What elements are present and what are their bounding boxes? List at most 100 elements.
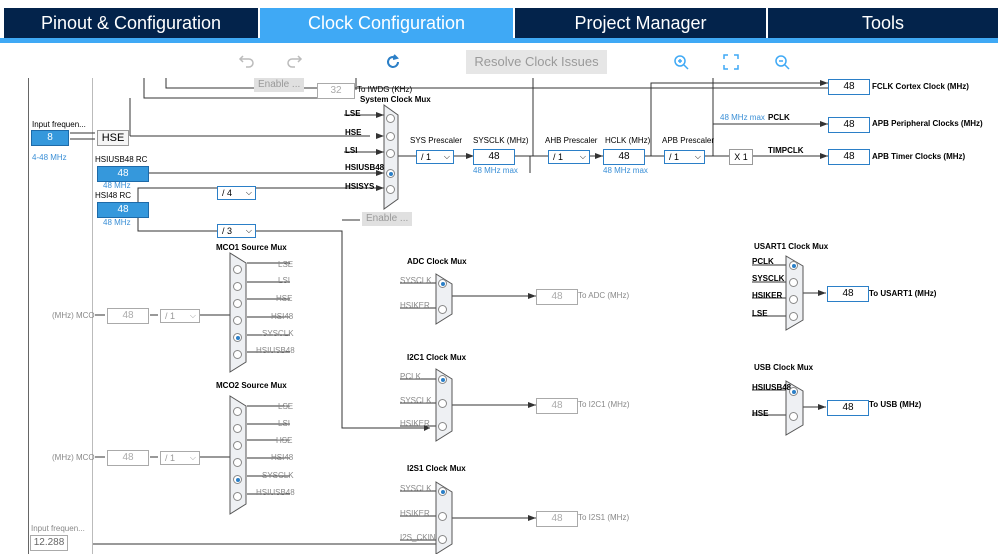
- ahb-prescaler-select[interactable]: / 1⌵: [548, 150, 590, 164]
- i2s1-mux-title: I2S1 Clock Mux: [407, 464, 466, 473]
- sysmux-radio-lsi[interactable]: [386, 149, 395, 158]
- undo-icon[interactable]: [236, 52, 256, 72]
- i2c1-input: SYSCLK: [400, 396, 432, 405]
- sys-prescaler-select[interactable]: / 1⌵: [416, 150, 454, 164]
- mco1-radio[interactable]: [233, 316, 242, 325]
- i2s1-output-label: To I2S1 (MHz): [578, 513, 630, 522]
- usb-radio-hsiusb48[interactable]: [789, 387, 798, 396]
- apb-timer-output-label: APB Timer Clocks (MHz): [872, 152, 966, 161]
- sysclk-field[interactable]: 48: [473, 149, 515, 165]
- usb-radio-hse[interactable]: [789, 412, 798, 421]
- mco1-input: HSI48: [271, 312, 294, 321]
- tab-underline: [0, 38, 998, 43]
- zoom-in-icon[interactable]: [671, 52, 691, 72]
- usart1-output-field[interactable]: 48: [827, 286, 869, 302]
- sysmux-input-lsi: LSI: [345, 146, 358, 155]
- redo-icon[interactable]: [285, 52, 305, 72]
- mco2-radio[interactable]: [233, 407, 242, 416]
- usart1-radio-pclk[interactable]: [789, 261, 798, 270]
- hsi48-rc-label: HSI48 RC: [95, 191, 132, 200]
- hse-input-frequency-field[interactable]: 8: [31, 130, 69, 146]
- mco2-title: MCO2 Source Mux: [216, 381, 287, 390]
- sysmux-radio-hse[interactable]: [386, 132, 395, 141]
- mco-divider-select[interactable]: / 3⌵: [217, 224, 256, 238]
- i2c1-radio-hsiker[interactable]: [438, 422, 447, 431]
- hclk-label: HCLK (MHz): [605, 136, 651, 145]
- adc-radio-hsiker[interactable]: [438, 305, 447, 314]
- i2c1-input: PCLK: [400, 372, 421, 381]
- chevron-down-icon: ⌵: [245, 188, 252, 197]
- sys-prescaler-label: SYS Prescaler: [410, 136, 463, 145]
- tab-clock-configuration[interactable]: Clock Configuration: [260, 8, 513, 38]
- chevron-down-icon: ⌵: [443, 152, 450, 161]
- mco1-divider-select[interactable]: / 1⌵: [160, 309, 200, 323]
- mco2-radio[interactable]: [233, 441, 242, 450]
- mco1-radio-sysclk[interactable]: [233, 333, 242, 342]
- usb-output-field[interactable]: 48: [827, 400, 869, 416]
- i2s-ckin-input-frequency-label: Input frequen...: [31, 524, 85, 533]
- mco2-radio-sysclk[interactable]: [233, 475, 242, 484]
- tab-project-manager[interactable]: Project Manager: [515, 8, 766, 38]
- timpclk-label: TIMPCLK: [768, 146, 804, 155]
- usart1-radio-sysclk[interactable]: [789, 278, 798, 287]
- i2c1-radio-pclk[interactable]: [438, 375, 447, 384]
- mco1-radio[interactable]: [233, 265, 242, 274]
- adc-output-label: To ADC (MHz): [578, 291, 630, 300]
- fit-icon[interactable]: [721, 52, 741, 72]
- mco2-radio[interactable]: [233, 492, 242, 501]
- hse-block: HSE: [97, 130, 129, 146]
- hse-input-frequency-label: Input frequen...: [32, 120, 86, 129]
- tab-tools[interactable]: Tools: [768, 8, 998, 38]
- usb-input: HSIUSB48: [752, 383, 792, 392]
- adc-output-field: 48: [536, 289, 578, 305]
- mco2-radio[interactable]: [233, 424, 242, 433]
- enable-iwdg-button[interactable]: Enable ...: [254, 78, 305, 92]
- tab-pinout[interactable]: Pinout & Configuration: [4, 8, 258, 38]
- apb-peripheral-output-field[interactable]: 48: [828, 117, 870, 133]
- mco2-divider-select[interactable]: / 1⌵: [160, 451, 200, 465]
- mco1-radio[interactable]: [233, 350, 242, 359]
- usart1-radio-lse[interactable]: [789, 312, 798, 321]
- i2s1-radio-i2s-ckin[interactable]: [438, 535, 447, 544]
- chevron-down-icon: ⌵: [245, 226, 252, 235]
- timer-multiplier: X 1: [729, 149, 753, 165]
- apb-timer-output-field[interactable]: 48: [828, 149, 870, 165]
- i2s-ckin-input-frequency-field[interactable]: 12.288: [30, 535, 68, 551]
- hsisys-divider-select[interactable]: / 4⌵: [217, 186, 256, 200]
- mco2-radio[interactable]: [233, 458, 242, 467]
- usb-mux-title: USB Clock Mux: [754, 363, 814, 372]
- mco1-radio[interactable]: [233, 299, 242, 308]
- apb-prescaler-select[interactable]: / 1⌵: [664, 150, 705, 164]
- hsi48-mhz-label: 48 MHz: [103, 218, 131, 227]
- enable-css-button[interactable]: Enable ...: [362, 212, 413, 226]
- sysmux-radio-hsiusb48[interactable]: [386, 169, 395, 178]
- resolve-clock-issues-button[interactable]: Resolve Clock Issues: [466, 50, 607, 74]
- i2s1-input: SYSCLK: [400, 484, 432, 493]
- i2s1-radio-hsiker[interactable]: [438, 512, 447, 521]
- usart1-input: HSIKER: [752, 291, 783, 300]
- adc-input: SYSCLK: [400, 276, 432, 285]
- chevron-down-icon: ⌵: [189, 311, 196, 320]
- i2c1-radio-sysclk[interactable]: [438, 399, 447, 408]
- hsiusb48-rc-field: 48: [97, 166, 149, 182]
- zoom-out-icon[interactable]: [772, 52, 792, 72]
- usart1-input: PCLK: [752, 257, 774, 266]
- mco1-input: SYSCLK: [262, 329, 294, 338]
- refresh-icon[interactable]: [383, 52, 403, 72]
- sysmux-radio-hsisys[interactable]: [386, 185, 395, 194]
- adc-radio-sysclk[interactable]: [438, 279, 447, 288]
- mco2-output-field: 48: [107, 450, 149, 466]
- hclk-field[interactable]: 48: [603, 149, 645, 165]
- usart1-output-label: To USART1 (MHz): [869, 289, 937, 298]
- mco1-radio[interactable]: [233, 282, 242, 291]
- usb-output-label: To USB (MHz): [869, 400, 922, 409]
- fclk-output-field[interactable]: 48: [828, 79, 870, 95]
- mco2-input: HSE: [276, 436, 293, 445]
- sysmux-radio-lse[interactable]: [386, 114, 395, 123]
- ahb-prescaler-label: AHB Prescaler: [545, 136, 598, 145]
- mco1-input: HSE: [276, 294, 293, 303]
- usart1-radio-hsiker[interactable]: [789, 295, 798, 304]
- i2s1-radio-sysclk[interactable]: [438, 487, 447, 496]
- sysmux-input-hse: HSE: [345, 128, 362, 137]
- mco1-title: MCO1 Source Mux: [216, 243, 287, 252]
